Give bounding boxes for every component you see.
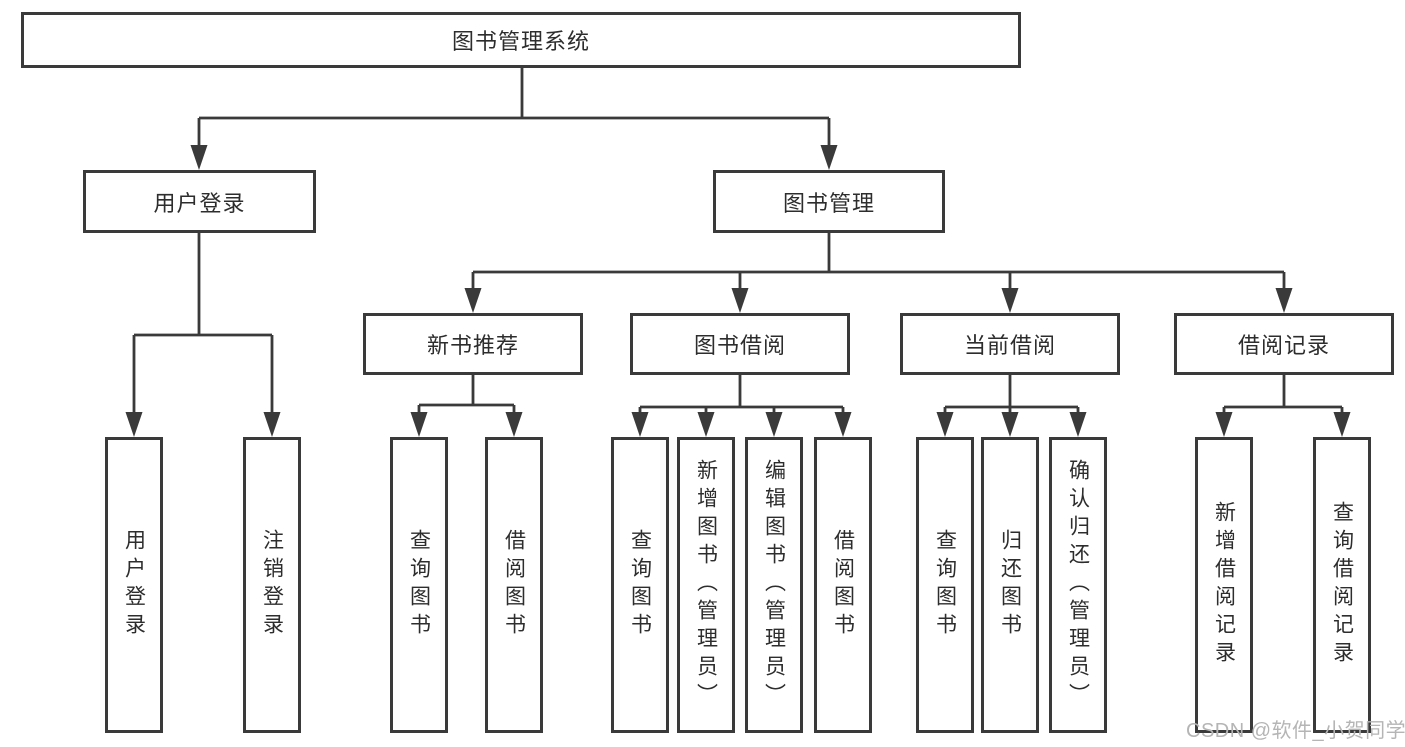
node-leaf-query-book-b-label: 查询图书 xyxy=(628,529,652,641)
node-book-borrow: 图书借阅 xyxy=(630,313,850,375)
watermark: CSDN @软件_小贺同学 xyxy=(1186,720,1405,742)
node-leaf-add-borrow-record: 新增借阅记录 xyxy=(1195,437,1253,733)
node-leaf-borrow-book-b: 借阅图书 xyxy=(814,437,872,733)
node-borrow-record: 借阅记录 xyxy=(1174,313,1394,375)
node-leaf-query-book-a-label: 查询图书 xyxy=(407,529,431,641)
node-user-login-label: 用户登录 xyxy=(153,190,246,216)
node-leaf-query-borrow-record-label: 查询借阅记录 xyxy=(1330,501,1354,669)
node-book-mgmt: 图书管理 xyxy=(713,170,945,233)
node-leaf-user-login: 用户登录 xyxy=(105,437,163,733)
node-leaf-add-book-label: 新增图书（管理员） xyxy=(694,459,718,711)
arrowheads-book-mgmt-to-level3 xyxy=(464,288,1293,313)
node-borrow-record-label: 借阅记录 xyxy=(1237,333,1330,358)
arrowheads-book-borrow-to-leaves xyxy=(631,412,852,437)
connector-new-book-rec-to-leaves xyxy=(417,375,516,417)
node-leaf-borrow-book-a-label: 借阅图书 xyxy=(502,529,526,641)
node-new-book-rec-label: 新书推荐 xyxy=(426,333,519,358)
node-leaf-add-book: 新增图书（管理员） xyxy=(677,437,735,733)
connector-user-login-to-leaves xyxy=(132,233,274,417)
node-leaf-return-book: 归还图书 xyxy=(981,437,1039,733)
arrowheads-borrow-record-to-leaves xyxy=(1215,412,1351,437)
node-leaf-query-book-b: 查询图书 xyxy=(611,437,669,733)
node-book-mgmt-label: 图书管理 xyxy=(782,190,875,216)
node-leaf-logout: 注销登录 xyxy=(243,437,301,733)
node-current-borrow: 当前借阅 xyxy=(900,313,1120,375)
node-leaf-edit-book-label: 编辑图书（管理员） xyxy=(762,459,786,711)
connector-root-to-level2 xyxy=(197,68,831,150)
node-leaf-add-borrow-record-label: 新增借阅记录 xyxy=(1212,501,1236,669)
node-leaf-return-book-label: 归还图书 xyxy=(998,529,1022,641)
node-leaf-edit-book: 编辑图书（管理员） xyxy=(745,437,803,733)
node-leaf-confirm-return: 确认归还（管理员） xyxy=(1049,437,1107,733)
connector-current-borrow-to-leaves xyxy=(943,375,1080,417)
node-user-login: 用户登录 xyxy=(83,170,316,233)
arrowheads-current-borrow-to-leaves xyxy=(936,412,1087,437)
node-new-book-rec: 新书推荐 xyxy=(363,313,583,375)
node-leaf-borrow-book-b-label: 借阅图书 xyxy=(831,529,855,641)
arrowheads-user-login-to-leaves xyxy=(125,412,281,437)
connector-borrow-record-to-leaves xyxy=(1222,375,1344,417)
node-leaf-query-book-c: 查询图书 xyxy=(916,437,974,733)
node-leaf-query-book-a: 查询图书 xyxy=(390,437,448,733)
node-leaf-query-borrow-record: 查询借阅记录 xyxy=(1313,437,1371,733)
arrowheads-new-book-rec-to-leaves xyxy=(410,412,523,437)
node-root: 图书管理系统 xyxy=(21,12,1021,68)
arrowheads-root-to-level2 xyxy=(190,145,838,170)
node-leaf-borrow-book-a: 借阅图书 xyxy=(485,437,543,733)
node-root-label: 图书管理系统 xyxy=(451,29,590,54)
connector-book-borrow-to-leaves xyxy=(638,375,845,417)
connector-book-mgmt-to-level3 xyxy=(471,233,1286,293)
node-leaf-user-login-label: 用户登录 xyxy=(122,529,146,641)
node-leaf-logout-label: 注销登录 xyxy=(260,529,284,641)
node-leaf-confirm-return-label: 确认归还（管理员） xyxy=(1066,459,1090,711)
node-leaf-query-book-c-label: 查询图书 xyxy=(933,529,957,641)
node-book-borrow-label: 图书借阅 xyxy=(693,333,786,358)
node-current-borrow-label: 当前借阅 xyxy=(963,333,1056,358)
